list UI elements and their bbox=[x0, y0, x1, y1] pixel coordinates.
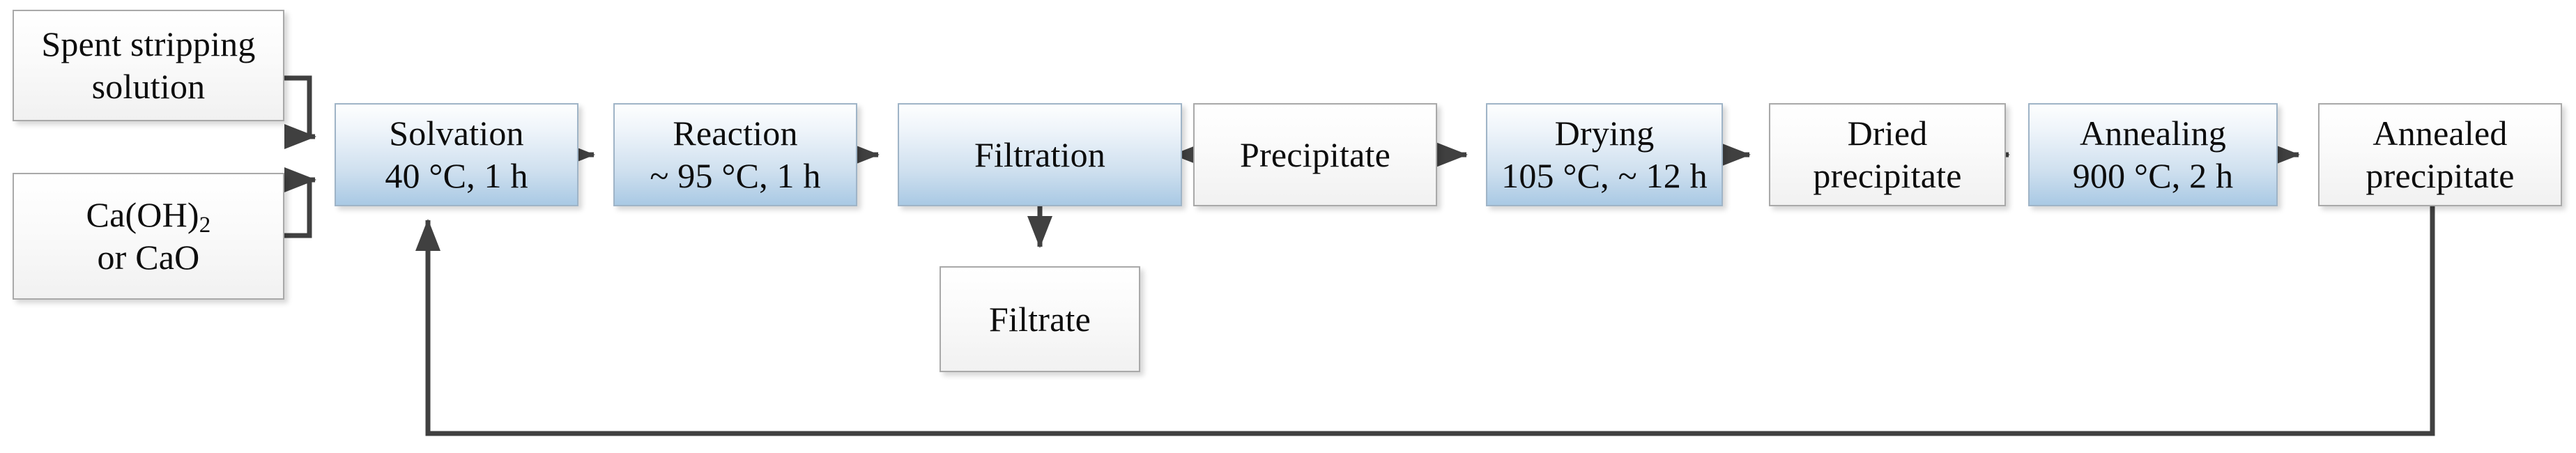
node-label-group: Dried precipitate bbox=[1770, 112, 2004, 197]
node-label-line: 105 °C, ~ 12 h bbox=[1501, 156, 1708, 195]
node-label-line: or CaO bbox=[97, 238, 200, 277]
node-spent-stripping-solution[interactable]: Spent stripping solution bbox=[13, 10, 284, 121]
node-label-line: Dried bbox=[1847, 114, 1928, 153]
node-calcium-reagent[interactable]: Ca(OH)2 or CaO bbox=[13, 173, 284, 300]
node-label-line: Solvation bbox=[389, 114, 524, 153]
node-label-line-formula: Ca(OH)2 bbox=[86, 195, 211, 238]
node-label-line: ~ 95 °C, 1 h bbox=[650, 156, 821, 195]
node-label-group: Filtrate bbox=[941, 298, 1139, 341]
node-drying[interactable]: Drying 105 °C, ~ 12 h bbox=[1486, 103, 1723, 206]
node-annealing[interactable]: Annealing 900 °C, 2 h bbox=[2028, 103, 2278, 206]
node-label-line: 900 °C, 2 h bbox=[2072, 156, 2234, 195]
node-label-group: Spent stripping solution bbox=[14, 23, 283, 108]
node-label-group: Ca(OH)2 or CaO bbox=[14, 194, 283, 279]
node-label-line: Precipitate bbox=[1240, 135, 1390, 174]
node-reaction[interactable]: Reaction ~ 95 °C, 1 h bbox=[613, 103, 857, 206]
node-label-group: Solvation 40 °C, 1 h bbox=[336, 112, 577, 197]
node-label-group: Filtration bbox=[899, 134, 1181, 176]
node-label-group: Annealed precipitate bbox=[2320, 112, 2561, 197]
node-filtrate[interactable]: Filtrate bbox=[940, 266, 1140, 372]
node-label-line: Annealed bbox=[2372, 114, 2508, 153]
edge-calcium-to-solvation bbox=[284, 167, 316, 238]
node-label-line: Spent stripping bbox=[41, 24, 256, 63]
node-label-line: Filtrate bbox=[988, 299, 1091, 339]
node-label-line: Drying bbox=[1554, 114, 1655, 153]
node-label-group: Precipitate bbox=[1195, 134, 1436, 176]
node-precipitate[interactable]: Precipitate bbox=[1193, 103, 1437, 206]
node-label-line: Annealing bbox=[2079, 114, 2227, 153]
node-label-line: precipitate bbox=[1813, 156, 1962, 195]
node-label-group: Reaction ~ 95 °C, 1 h bbox=[615, 112, 856, 197]
node-solvation[interactable]: Solvation 40 °C, 1 h bbox=[335, 103, 578, 206]
node-label-group: Drying 105 °C, ~ 12 h bbox=[1487, 112, 1722, 197]
node-label-line: precipitate bbox=[2366, 156, 2515, 195]
node-label-group: Annealing 900 °C, 2 h bbox=[2030, 112, 2276, 197]
edge-recycle-loop bbox=[415, 206, 2435, 436]
node-annealed-precipitate[interactable]: Annealed precipitate bbox=[2318, 103, 2562, 206]
node-label-line: Reaction bbox=[673, 114, 798, 153]
node-dried-precipitate[interactable]: Dried precipitate bbox=[1769, 103, 2006, 206]
node-label-line: Filtration bbox=[974, 135, 1106, 174]
node-filtration[interactable]: Filtration bbox=[898, 103, 1182, 206]
edge-spent-to-solvation bbox=[284, 75, 316, 149]
node-label-line: 40 °C, 1 h bbox=[385, 156, 528, 195]
node-label-line: solution bbox=[91, 67, 206, 106]
